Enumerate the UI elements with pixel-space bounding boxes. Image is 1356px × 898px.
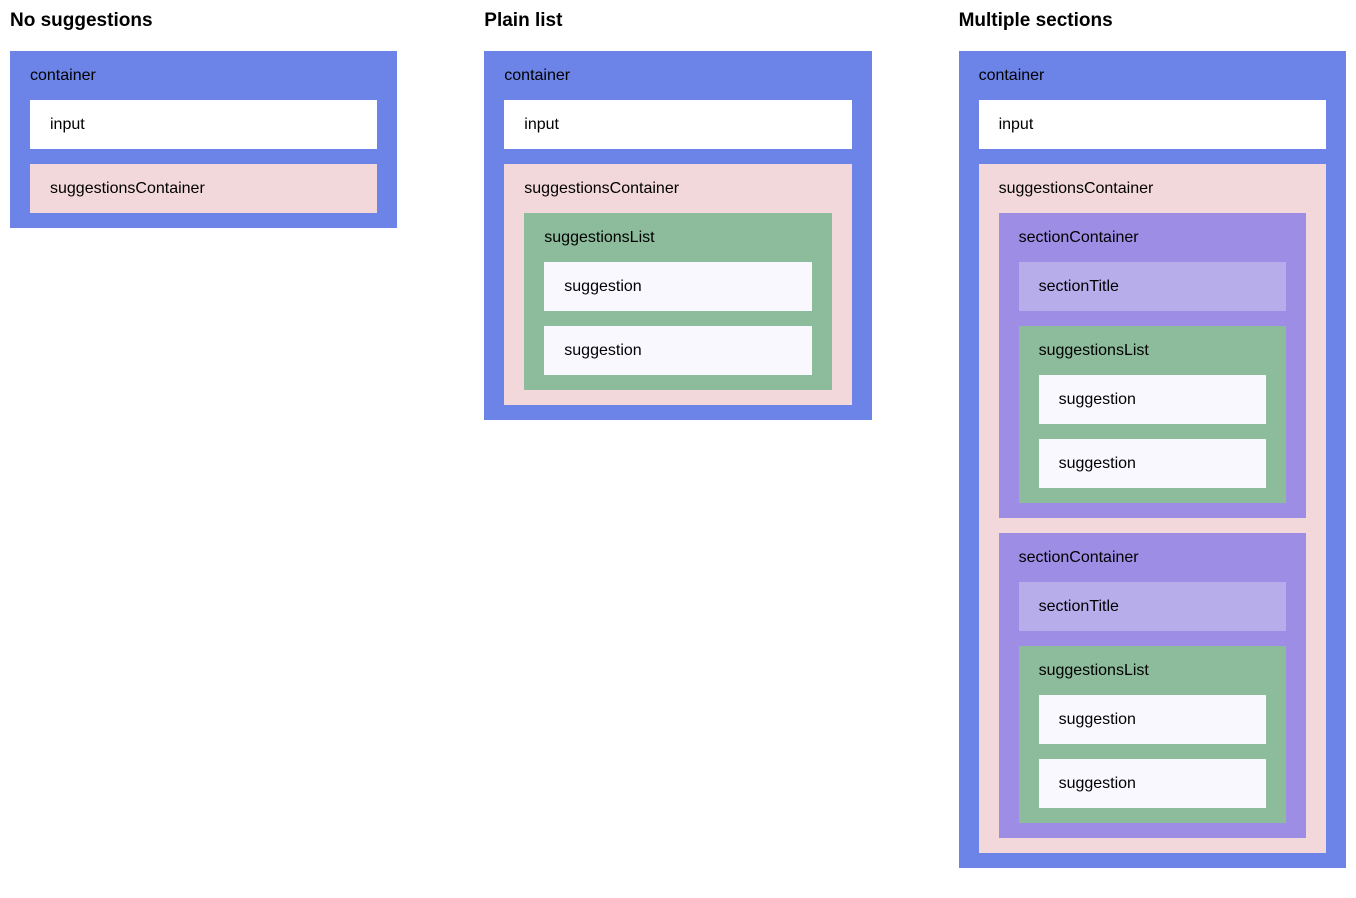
example-plain-list: Plain list container input suggestionsCo… bbox=[484, 10, 872, 420]
box-label: suggestionsList bbox=[1038, 662, 1149, 679]
box-suggestion: suggestion bbox=[1038, 695, 1266, 744]
box-suggestion: suggestion bbox=[1038, 759, 1266, 808]
box-suggestion: suggestion bbox=[1038, 375, 1266, 424]
example-multiple-sections: Multiple sections container input sugges… bbox=[958, 10, 1346, 868]
box-suggestions-list: suggestionsList suggestion suggestion bbox=[1018, 646, 1286, 823]
box-input: input bbox=[504, 100, 852, 149]
box-suggestions-container: suggestionsContainer sectionContainer se… bbox=[978, 164, 1326, 853]
box-label: suggestionsContainer bbox=[524, 180, 680, 197]
box-container: container input suggestionsContainer bbox=[10, 51, 398, 228]
box-label: container bbox=[504, 67, 571, 84]
box-section-title: sectionTitle bbox=[1018, 262, 1286, 311]
box-label: suggestionsList bbox=[544, 229, 655, 246]
box-section-title: sectionTitle bbox=[1018, 582, 1286, 631]
box-suggestions-list: suggestionsList suggestion suggestion bbox=[524, 213, 832, 390]
box-label: suggestionsContainer bbox=[998, 180, 1154, 197]
box-suggestions-container: suggestionsContainer bbox=[30, 164, 378, 213]
box-suggestion: suggestion bbox=[1038, 439, 1266, 488]
box-label: suggestion bbox=[1058, 711, 1136, 728]
box-container: container input suggestionsContainer sug… bbox=[484, 51, 872, 420]
example-heading: Multiple sections bbox=[958, 10, 1113, 31]
box-input: input bbox=[30, 100, 378, 149]
box-label: suggestionsList bbox=[1038, 342, 1149, 359]
box-suggestions-list: suggestionsList suggestion suggestion bbox=[1018, 326, 1286, 503]
box-section-container: sectionContainer sectionTitle suggestion… bbox=[998, 213, 1306, 518]
box-label: suggestion bbox=[564, 342, 642, 359]
box-label: sectionContainer bbox=[1018, 549, 1139, 566]
box-label: suggestionsContainer bbox=[50, 180, 205, 197]
box-suggestion: suggestion bbox=[544, 326, 812, 375]
box-section-container: sectionContainer sectionTitle suggestion… bbox=[998, 533, 1306, 838]
box-label: input bbox=[50, 116, 85, 133]
box-label: suggestion bbox=[1058, 455, 1136, 472]
box-label: sectionTitle bbox=[1038, 598, 1119, 615]
example-no-suggestions: No suggestions container input suggestio… bbox=[10, 10, 398, 228]
box-label: container bbox=[30, 67, 96, 84]
box-label: input bbox=[998, 116, 1034, 133]
box-label: container bbox=[978, 67, 1045, 84]
box-input: input bbox=[978, 100, 1326, 149]
box-container: container input suggestionsContainer sec… bbox=[958, 51, 1346, 868]
box-label: suggestion bbox=[1058, 391, 1136, 408]
box-label: sectionContainer bbox=[1018, 229, 1139, 246]
box-label: suggestion bbox=[564, 278, 642, 295]
example-heading: Plain list bbox=[484, 10, 563, 31]
box-label: sectionTitle bbox=[1038, 278, 1119, 295]
example-heading: No suggestions bbox=[10, 10, 153, 31]
box-suggestion: suggestion bbox=[544, 262, 812, 311]
box-suggestions-container: suggestionsContainer suggestionsList sug… bbox=[504, 164, 852, 405]
box-label: input bbox=[524, 116, 559, 133]
box-label: suggestion bbox=[1058, 775, 1136, 792]
